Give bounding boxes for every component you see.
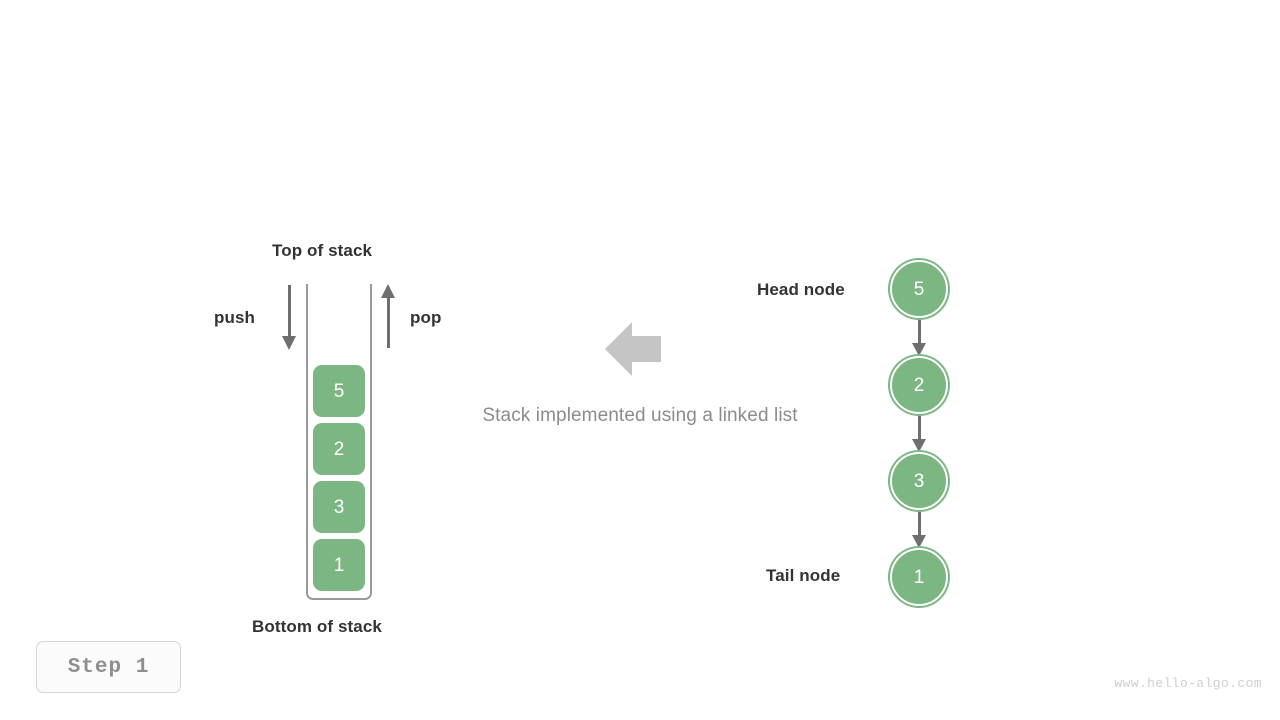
linked-list-node: 3 [890, 452, 948, 510]
linked-list-node: 2 [890, 356, 948, 414]
diagram-caption: Stack implemented using a linked list [482, 405, 798, 426]
tail-node-label: Tail node [766, 566, 841, 585]
conversion-arrow-left-icon [605, 322, 661, 376]
linked-list-node: 5 [890, 260, 948, 318]
bottom-of-stack-label: Bottom of stack [252, 617, 382, 636]
pop-label: pop [410, 308, 442, 327]
stack-container [306, 284, 372, 600]
step-badge: Step 1 [36, 641, 181, 693]
stack-cell: 5 [313, 365, 365, 417]
linked-list-node: 1 [890, 548, 948, 606]
push-label: push [214, 308, 256, 327]
top-of-stack-label: Top of stack [272, 241, 373, 260]
stack-cell: 2 [313, 423, 365, 475]
stack-cell: 1 [313, 539, 365, 591]
stack-diagram: Top of stack push pop 5 2 3 1 Bottom of … [0, 0, 520, 720]
watermark: www.hello-algo.com [1114, 676, 1262, 691]
stack-cell: 3 [313, 481, 365, 533]
head-node-label: Head node [757, 280, 845, 299]
